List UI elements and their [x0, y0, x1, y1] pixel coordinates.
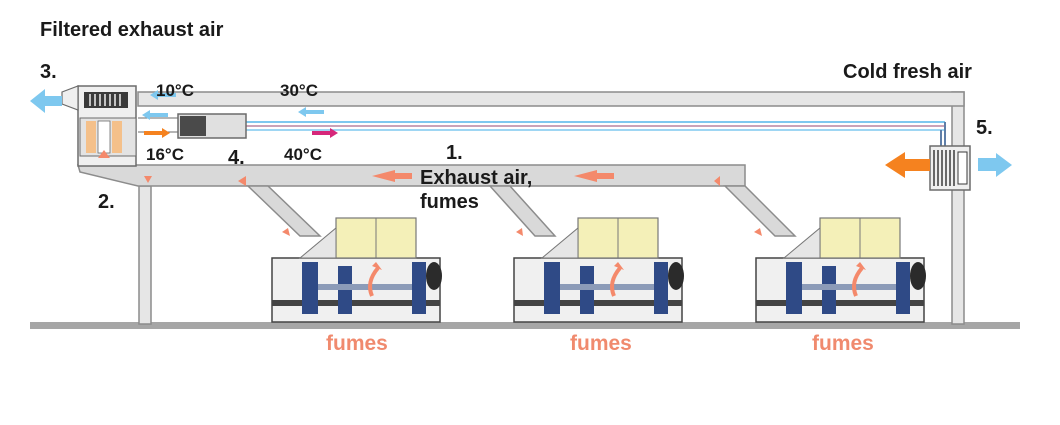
cool-air-arrow-10c — [142, 110, 168, 120]
heat-exchanger-icon — [138, 113, 247, 139]
fumes-label-1: fumes — [326, 332, 388, 355]
filter-unit-icon — [61, 85, 137, 167]
heated-fresh-air-arrow — [885, 152, 930, 178]
fumes-sub-label: fumes — [420, 191, 479, 213]
filtered-exhaust-air-title: Filtered exhaust air — [40, 19, 224, 41]
cold-fresh-air-label: Cold fresh air — [843, 61, 972, 83]
injection-molding-machine-icon — [271, 217, 442, 323]
floor-line — [30, 322, 1020, 329]
fumes-label-2: fumes — [570, 332, 632, 355]
hot-air-arrow-40c — [312, 128, 338, 138]
warm-air-arrow-16c — [144, 128, 170, 138]
step-3-label: 3. — [40, 61, 57, 83]
injection-molding-machine-icon — [513, 217, 684, 323]
branch-duct-2 — [488, 185, 557, 237]
temp-16c-label: 16°C — [146, 145, 184, 164]
fresh-air-duct — [137, 91, 965, 107]
fresh-air-unit-icon — [929, 145, 971, 191]
air-arrow-30c — [298, 107, 324, 117]
step-1-label: 1. — [446, 142, 463, 164]
step-2-label: 2. — [98, 191, 115, 213]
branch-duct-3 — [723, 185, 797, 237]
right-support-column — [951, 91, 965, 325]
temp-10c-label: 10°C — [156, 81, 194, 100]
step-4-label: 4. — [228, 147, 245, 169]
machines-group — [271, 217, 926, 323]
cold-fresh-air-inlet-arrow — [978, 153, 1012, 177]
filtered-air-outflow-arrow — [30, 89, 62, 113]
branch-duct-1 — [246, 185, 322, 237]
fumes-label-3: fumes — [812, 332, 874, 355]
left-support-column — [138, 185, 152, 325]
injection-molding-machine-icon — [755, 217, 926, 323]
exhaust-flow-arrows — [144, 170, 762, 236]
return-air-arrow — [150, 90, 176, 100]
temp-40c-label: 40°C — [284, 145, 322, 164]
step-5-label: 5. — [976, 117, 993, 139]
temp-30c-label: 30°C — [280, 81, 318, 100]
exhaust-air-label: Exhaust air, — [420, 167, 533, 189]
